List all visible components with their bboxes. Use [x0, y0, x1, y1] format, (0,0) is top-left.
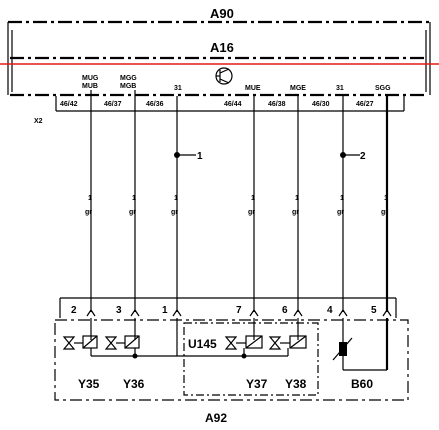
bottom-pin-2: 2	[71, 305, 77, 316]
top-pin-4: MUE 46/44	[224, 85, 261, 108]
module-label-a90: A90	[210, 6, 234, 21]
bottom-pin-4: 4	[327, 305, 333, 316]
connector-bottom	[59, 297, 397, 318]
wire-color-label: gr	[85, 209, 92, 216]
top-pin-name: 31	[174, 85, 182, 92]
ground-ref-1: 1	[174, 151, 203, 162]
wire-gauge-label: 1	[132, 195, 136, 202]
bottom-pin-1: 1	[162, 305, 168, 316]
label-y35: Y35	[78, 377, 100, 391]
wire-color-label: gr	[292, 209, 299, 216]
wire-color-label: gr	[171, 209, 178, 216]
module-label-a16: A16	[210, 40, 234, 55]
wire-color-label: gr	[381, 209, 388, 216]
top-pin-3: 31 46/36	[146, 85, 182, 108]
ground-ref-2: 2	[340, 151, 366, 162]
wire-color-label: gr	[337, 209, 344, 216]
top-pin-6: 31 46/30	[312, 85, 344, 108]
wire-gauge-label: 1	[174, 195, 178, 202]
top-pin-number: 46/27	[356, 101, 374, 108]
top-pin-name: SGG	[375, 85, 391, 92]
label-u145: U145	[188, 337, 217, 351]
top-pin-name: MUE	[245, 85, 261, 92]
top-pin-number: 46/42	[60, 101, 78, 108]
sensor-b60-icon	[332, 337, 353, 361]
label-b60: B60	[351, 377, 373, 391]
module-a90: A90 A16	[7, 6, 431, 97]
top-pin-name: 31	[336, 85, 344, 92]
bottom-pin-5: 5	[371, 305, 377, 316]
ground-ref-label: 1	[197, 151, 203, 162]
wire-gauge-label: 1	[88, 195, 92, 202]
transistor-icon	[215, 67, 233, 85]
wire-gauge-label: 1	[295, 195, 299, 202]
solenoid-y36-icon	[104, 335, 140, 350]
solenoid-y37-icon	[224, 335, 263, 350]
wire-labels: 1 gr 1 gr 1 gr 1 gr 1 gr 1 gr 1 gr	[85, 195, 388, 216]
top-pin-number: 46/38	[268, 101, 286, 108]
bottom-pin-numbers: 2 3 1 7 6 4 5	[71, 305, 377, 316]
label-y37: Y37	[246, 377, 268, 391]
top-pin-number: 46/44	[224, 101, 242, 108]
module-label-a92: A92	[205, 411, 227, 425]
wire-gauge-label: 1	[384, 195, 388, 202]
ground-ref-label: 2	[360, 151, 366, 162]
top-pin-7: SGG 46/27	[356, 85, 391, 108]
bottom-pin-6: 6	[282, 305, 288, 316]
wire-gauge-label: 1	[340, 195, 344, 202]
wires	[90, 90, 389, 312]
connector-label: X2	[34, 118, 43, 125]
label-y36: Y36	[123, 377, 145, 391]
module-a92: A92	[54, 319, 409, 425]
top-pin-5: MGE 46/38	[268, 85, 306, 108]
bottom-pin-7: 7	[236, 305, 242, 316]
connector-x2: X2	[34, 96, 405, 125]
bottom-pin-3: 3	[116, 305, 122, 316]
solenoid-y35-icon	[62, 335, 98, 350]
top-pin-number: 46/36	[146, 101, 164, 108]
solenoid-y38-icon	[268, 335, 307, 350]
label-y38: Y38	[285, 377, 307, 391]
top-pin-number: 46/30	[312, 101, 330, 108]
component-labels: Y35 Y36 U145 Y37 Y38 B60	[78, 337, 373, 391]
wire-color-label: gr	[129, 209, 136, 216]
wire-color-label: gr	[248, 209, 255, 216]
top-pin-number: 46/37	[104, 101, 122, 108]
top-pin-name: MGE	[290, 85, 306, 92]
wire-gauge-label: 1	[251, 195, 255, 202]
pin-arrows	[86, 308, 392, 317]
